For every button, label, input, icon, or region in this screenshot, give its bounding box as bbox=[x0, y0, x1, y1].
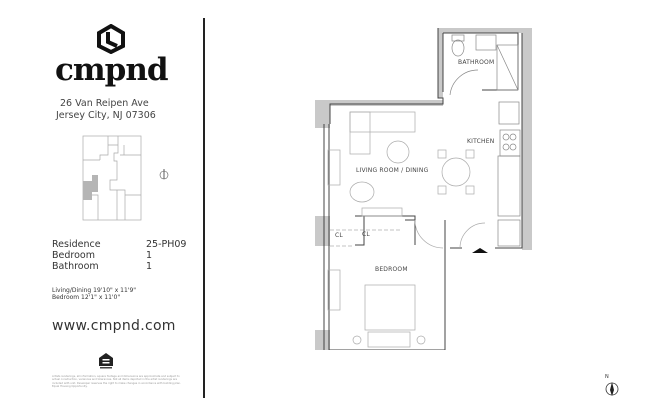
spec-label: Residence bbox=[52, 239, 101, 250]
spec-value: 25-PH09 bbox=[146, 239, 187, 250]
disclaimer: Artists renderings, all information, squ… bbox=[52, 375, 181, 389]
spec-value: 1 bbox=[146, 250, 153, 261]
kitchen-fixtures bbox=[497, 101, 521, 247]
room-label-living: LIVING ROOM / DINING bbox=[356, 167, 429, 174]
compass-small-icon bbox=[159, 169, 169, 180]
hexagon-clock-icon bbox=[97, 24, 125, 54]
living-dimension: Living/Dining 19'10" x 11'9" bbox=[52, 287, 137, 294]
room-label-bathroom: BATHROOM bbox=[458, 59, 495, 66]
room-label-closet: CL bbox=[362, 231, 370, 238]
spec-label: Bathroom bbox=[52, 261, 99, 272]
room-label-bedroom: BEDROOM bbox=[375, 266, 408, 273]
spec-value: 1 bbox=[146, 261, 153, 272]
website-link[interactable]: www.cmpnd.com bbox=[52, 318, 176, 334]
room-label-kitchen: KITCHEN bbox=[467, 138, 495, 145]
spec-label: Bedroom bbox=[52, 250, 95, 261]
bedroom-dimension: Bedroom 12'1" x 11'0" bbox=[52, 294, 121, 301]
north-compass-icon bbox=[605, 382, 619, 396]
address-line1: 26 Van Reipen Ave bbox=[60, 98, 149, 109]
floor-plan bbox=[315, 28, 532, 350]
entry-arrow-icon bbox=[472, 248, 488, 253]
key-plan bbox=[82, 135, 169, 221]
bathroom-fixtures bbox=[449, 34, 519, 96]
living-furniture bbox=[327, 111, 486, 348]
equal-housing-opportunity-icon bbox=[99, 353, 113, 369]
room-label-closet: CL bbox=[335, 232, 343, 239]
unit-highlight bbox=[83, 175, 98, 200]
address-line2: Jersey City, NJ 07306 bbox=[56, 110, 156, 121]
walls bbox=[315, 28, 532, 350]
compass-label: N bbox=[605, 374, 609, 380]
brand-logo: cmpnd bbox=[55, 52, 169, 88]
divider bbox=[203, 18, 205, 398]
